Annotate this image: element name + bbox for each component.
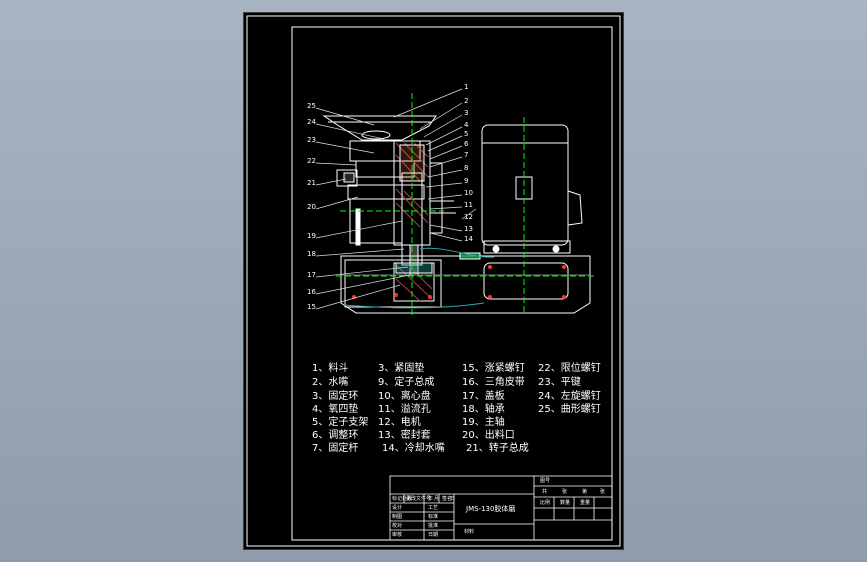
- legend-item: 10、离心盘: [378, 391, 431, 402]
- day-label: 日: [450, 496, 456, 502]
- callout-3: 3: [464, 109, 469, 117]
- callout-12: 12: [464, 213, 473, 221]
- legend-item: 12、电机: [378, 417, 421, 428]
- legend-item: 21、转子总成: [466, 443, 529, 454]
- callout-14: 14: [464, 235, 473, 243]
- legend-item: 2、水嘴: [312, 377, 349, 388]
- quantity-label: 数量: [560, 500, 571, 506]
- legend-item: 23、平键: [538, 377, 581, 388]
- legend-item: 14、冷却水嘴: [382, 443, 445, 454]
- legend-item: 7、固定杆: [312, 443, 359, 454]
- legend-item: 3、固定环: [312, 391, 359, 402]
- month-label: 月: [434, 496, 440, 502]
- section-lines: [343, 247, 495, 309]
- part-name: JMS-130胶体磨: [466, 505, 516, 513]
- title-col: 共: [542, 489, 548, 495]
- legend-item: 22、限位螺钉: [538, 363, 601, 374]
- legend-item: 1、料斗: [312, 363, 349, 374]
- legend-item: 25、曲形螺钉: [538, 404, 601, 415]
- title-col: 第: [582, 489, 588, 495]
- callout-7: 7: [464, 151, 469, 159]
- callout-5: 5: [464, 130, 469, 138]
- inner-frame: [291, 26, 613, 541]
- sign-row: 工艺: [428, 505, 439, 511]
- mill-base: [340, 255, 591, 314]
- legend-item: 16、三角皮带: [462, 377, 525, 388]
- legend-item: 4、氧四垫: [312, 404, 359, 415]
- sign-row: 设计: [392, 505, 403, 511]
- legend-item: 3、紧固垫: [378, 363, 425, 374]
- leader-lines-right: [393, 88, 477, 242]
- legend-item: 17、盖板: [462, 391, 505, 402]
- callout-20: 20: [307, 203, 316, 211]
- legend-item: 13、密封套: [378, 430, 431, 441]
- callout-1: 1: [464, 83, 469, 91]
- outer-frame: [246, 15, 621, 547]
- year-label: 年: [428, 496, 434, 502]
- callout-4: 4: [464, 121, 469, 129]
- sign-row: 批准: [428, 523, 439, 529]
- fastener-markers: [352, 265, 566, 299]
- callout-24: 24: [307, 118, 316, 126]
- callout-11: 11: [464, 201, 473, 209]
- center-lines: [336, 93, 594, 317]
- callout-9: 9: [464, 177, 469, 185]
- drawing-number-label: 图号: [540, 478, 551, 484]
- legend-item: 5、定子支架: [312, 417, 369, 428]
- title-block-grid: [389, 475, 613, 541]
- callout-25: 25: [307, 102, 316, 110]
- water-nozzle: [336, 169, 358, 187]
- callout-10: 10: [464, 189, 473, 197]
- legend-item: 24、左旋螺钉: [538, 391, 601, 402]
- hopper: [322, 115, 437, 141]
- drawing-sheet: 25 24 23 22 21 20 19 18 17 16 15 1 2 3 4…: [244, 13, 623, 549]
- weight-label: 重量: [580, 500, 591, 506]
- mill-assembly: [322, 115, 591, 314]
- legend-item: 9、定子总成: [378, 377, 435, 388]
- legend-item: 20、出料口: [462, 430, 515, 441]
- callout-13: 13: [464, 225, 473, 233]
- callout-6: 6: [464, 140, 469, 148]
- callout-2: 2: [464, 97, 469, 105]
- sign-row: 标准: [428, 514, 439, 520]
- sign-row: 校对: [392, 523, 403, 529]
- legend-item: 15、涨紧螺钉: [462, 363, 525, 374]
- callout-18: 18: [307, 250, 316, 258]
- leader-lines-left: [315, 107, 411, 310]
- callout-19: 19: [307, 232, 316, 240]
- legend-item: 19、主轴: [462, 417, 505, 428]
- callout-23: 23: [307, 136, 316, 144]
- change-doc-label: 更改文件号: [406, 496, 432, 502]
- colloid-mill-drawing: [246, 15, 621, 547]
- sign-row: 签名: [442, 496, 453, 502]
- callout-21: 21: [307, 179, 316, 187]
- callout-15: 15: [307, 303, 316, 311]
- sign-row: 标记处数: [392, 496, 413, 502]
- electric-motor: [481, 124, 569, 246]
- legend-item: 11、溢流孔: [378, 404, 431, 415]
- callout-17: 17: [307, 271, 316, 279]
- legend-item: 18、轴承: [462, 404, 505, 415]
- legend-item: 6、调整环: [312, 430, 359, 441]
- callout-16: 16: [307, 288, 316, 296]
- callout-22: 22: [307, 157, 316, 165]
- title-col: 张: [600, 489, 606, 495]
- sign-row: 制图: [392, 514, 403, 520]
- material-label: 材料: [464, 529, 475, 535]
- title-col: 张: [562, 489, 568, 495]
- sign-row: 审核: [392, 532, 403, 538]
- scale-label: 比例: [540, 500, 551, 506]
- callout-8: 8: [464, 164, 469, 172]
- sign-row: 日期: [428, 532, 439, 538]
